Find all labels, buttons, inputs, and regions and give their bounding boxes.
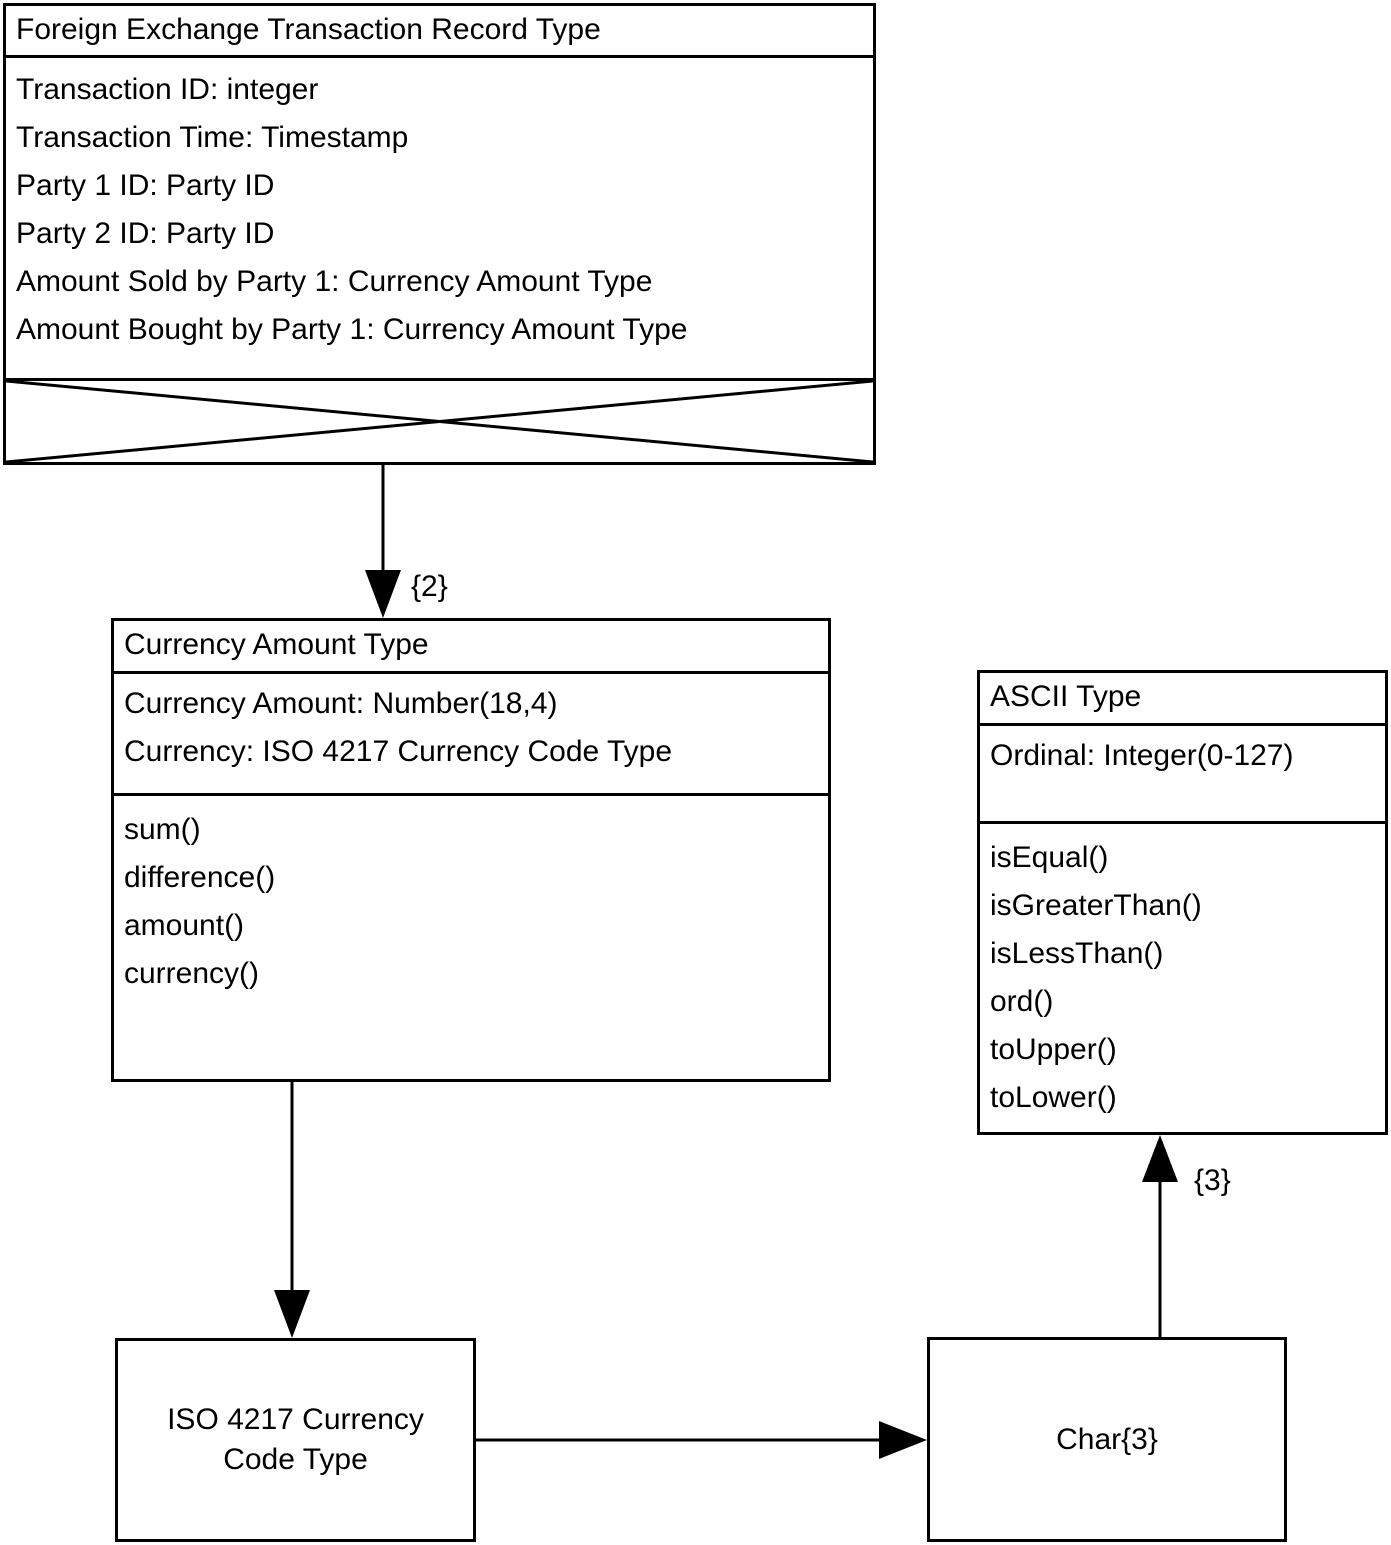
class-name-compartment: Foreign Exchange Transaction Record Type [6,6,873,55]
class-name-compartment: Currency Amount Type [114,621,828,671]
class-box-fx-transaction-record-type[interactable]: Foreign Exchange Transaction Record Type… [3,3,876,465]
multiplicity-label-char3-to-ascii: {3} [1194,1164,1231,1197]
connector-char3-to-ascii [1142,1135,1178,1337]
attribute-row: Party 1 ID: Party ID [16,169,275,202]
class-attributes-compartment: Transaction ID: integer Transaction Time… [6,55,873,378]
attribute-row: Currency Amount: Number(18,4) [124,687,558,720]
class-box-char-3[interactable]: Char{3} [927,1337,1287,1542]
attribute-row: Transaction Time: Timestamp [16,121,409,154]
class-title-iso-4217: ISO 4217 Currency Code Type [167,1400,424,1480]
operation-row: isLessThan() [990,937,1164,970]
operation-row: currency() [124,957,260,990]
class-title-line-1: ISO 4217 Currency [167,1403,424,1436]
crossed-out-marker-icon [6,381,873,462]
operation-row: sum() [124,813,201,846]
arrowhead-filled-triangle-icon [365,570,401,618]
operation-row: toLower() [990,1081,1117,1114]
arrowhead-filled-triangle-icon [879,1421,927,1459]
class-title-line-2: Code Type [223,1443,368,1476]
class-box-iso-4217-currency-code-type[interactable]: ISO 4217 Currency Code Type [115,1338,476,1542]
class-title-fx-transaction: Foreign Exchange Transaction Record Type [16,13,601,46]
operation-row: isGreaterThan() [990,889,1202,922]
operation-row: toUpper() [990,1033,1117,1066]
arrowhead-filled-triangle-icon [1142,1135,1178,1182]
class-box-ascii-type[interactable]: ASCII Type Ordinal: Integer(0-127) isEqu… [977,670,1388,1135]
class-title-currency-amount-type: Currency Amount Type [124,628,429,661]
multiplicity-label-fx-to-currency-amount: {2} [411,570,448,603]
class-attributes-compartment: Currency Amount: Number(18,4) Currency: … [114,671,828,793]
class-box-currency-amount-type[interactable]: Currency Amount Type Currency Amount: Nu… [111,618,831,1082]
attribute-row: Amount Bought by Party 1: Currency Amoun… [16,313,688,346]
connector-fx-to-currency-amount [365,464,401,618]
attribute-row: Party 2 ID: Party ID [16,217,275,250]
class-attributes-compartment: Ordinal: Integer(0-127) [980,723,1385,821]
attribute-row: Ordinal: Integer(0-127) [990,739,1294,772]
operation-row: ord() [990,985,1054,1018]
class-name-compartment: ASCII Type [980,673,1385,723]
operation-row: amount() [124,909,245,942]
arrowhead-filled-triangle-icon [274,1290,310,1338]
attribute-row: Transaction ID: integer [16,73,319,106]
operation-row: isEqual() [990,841,1109,874]
operation-row: difference() [124,861,276,894]
class-operations-compartment: isEqual() isGreaterThan() isLessThan() o… [980,821,1385,1138]
connector-currency-amount-to-iso4217 [274,1082,310,1338]
class-operations-compartment: sum() difference() amount() currency() [114,793,828,1085]
connector-iso4217-to-char3 [476,1421,927,1459]
attribute-row: Currency: ISO 4217 Currency Code Type [124,735,673,768]
class-operations-compartment-empty-crossed-out [6,378,873,462]
class-title-char-3: Char{3} [1056,1422,1158,1456]
class-title-ascii-type: ASCII Type [990,680,1142,713]
attribute-row: Amount Sold by Party 1: Currency Amount … [16,265,653,298]
